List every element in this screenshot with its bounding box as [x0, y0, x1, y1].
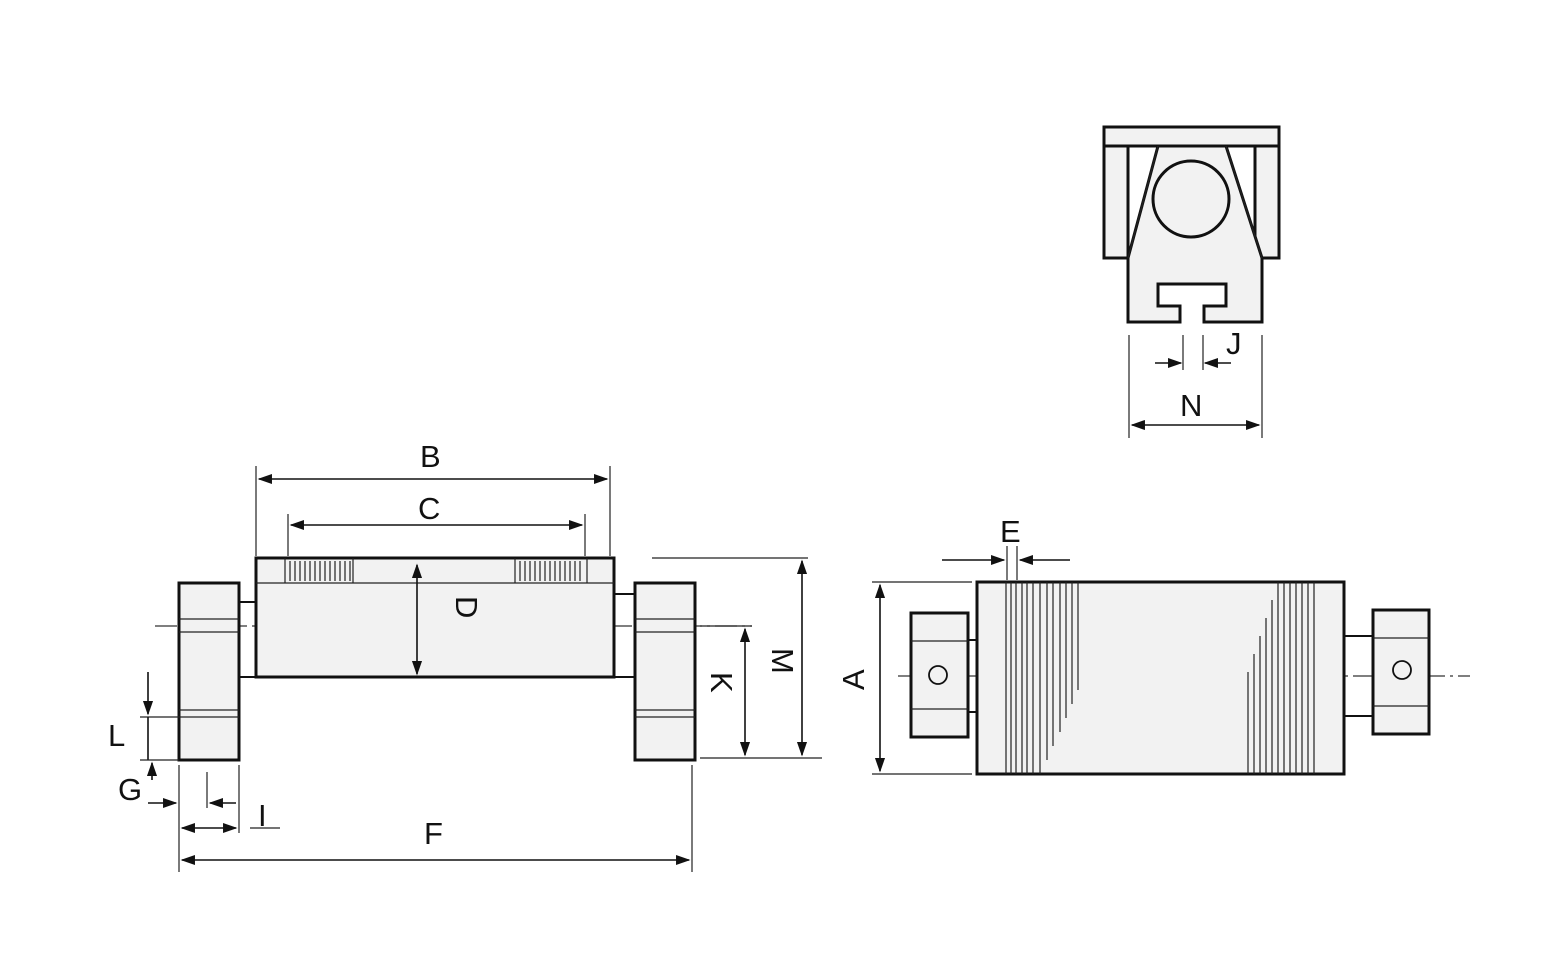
- body-lamination-lines: [1005, 582, 1315, 774]
- dimension-label-e: E: [1000, 514, 1021, 549]
- dimension-label-b: B: [420, 439, 441, 474]
- dimension-label-c: C: [418, 491, 440, 526]
- end-view-top-plate: [1102, 125, 1281, 148]
- side-view: B C D M K L G I: [108, 439, 822, 872]
- dimension-label-n: N: [1180, 388, 1202, 423]
- right-end-hole: [1392, 660, 1412, 680]
- left-end-hole: [928, 665, 948, 685]
- right-pole-block: [633, 581, 697, 762]
- dimension-label-m: M: [765, 648, 800, 674]
- left-end-block: [909, 611, 970, 739]
- dimension-label-g: G: [118, 772, 142, 807]
- top-view: A E: [836, 514, 1470, 776]
- dimension-label-l: L: [108, 718, 125, 753]
- dimension-label-i: I: [258, 798, 267, 833]
- dimension-label-a: A: [836, 669, 871, 690]
- left-grip-serration: [284, 558, 354, 583]
- right-grip-serration: [514, 558, 588, 583]
- dimension-label-k: K: [704, 672, 739, 693]
- end-view-magnet-circle: [1151, 159, 1231, 239]
- dimension-label-d: D: [449, 596, 484, 618]
- dimension-label-f: F: [424, 816, 443, 851]
- dimension-label-j: J: [1226, 326, 1242, 361]
- end-view: N J: [1102, 125, 1281, 438]
- magnet-body-top: [975, 580, 1346, 776]
- magnet-body-side: [254, 556, 616, 679]
- left-pole-block: [177, 581, 241, 762]
